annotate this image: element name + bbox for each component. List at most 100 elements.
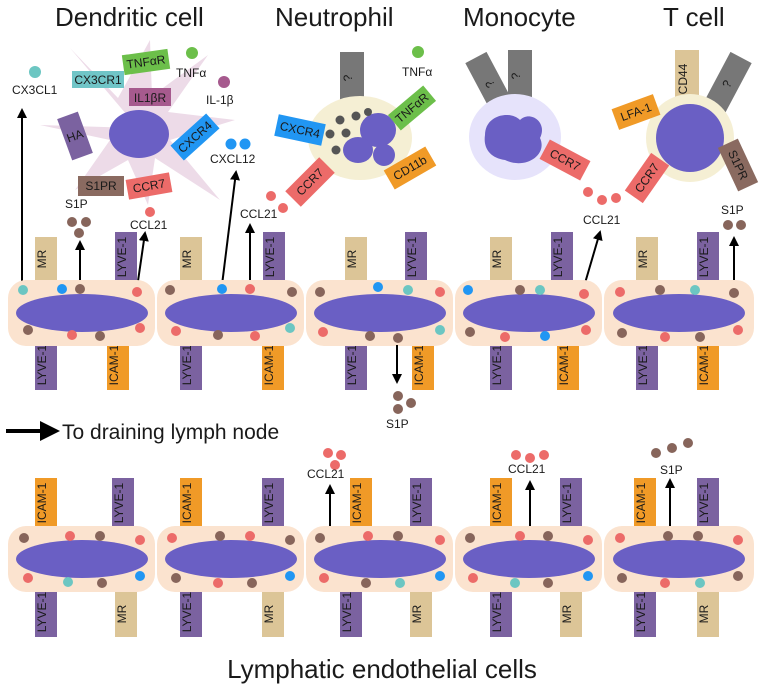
- lec-cell: [604, 526, 754, 592]
- tnfa-label-neutrophil: TNFα: [402, 65, 432, 79]
- svg-text:LYVE-1: LYVE-1: [490, 591, 504, 632]
- svg-text:LYVE-1: LYVE-1: [35, 591, 49, 632]
- granule: [335, 115, 345, 125]
- svg-text:LYVE-1: LYVE-1: [551, 236, 565, 277]
- lec-cell: [306, 526, 453, 592]
- ccl21-molecule: [583, 187, 593, 197]
- ccl21-molecule: [330, 460, 340, 470]
- icam1-receptor: ICAM-1: [107, 340, 129, 390]
- ccl21-label-lower-a: CCL21: [307, 467, 345, 481]
- ccl21-molecule: [525, 453, 535, 463]
- svg-text:LYVE-1: LYVE-1: [115, 236, 129, 277]
- lyve1-receptor: LYVE-1: [410, 478, 432, 528]
- lyve1-receptor: LYVE-1: [263, 232, 285, 282]
- svg-text:CCR7: CCR7: [132, 176, 167, 196]
- s1p-molecule: [81, 217, 91, 227]
- lyve1-receptor: LYVE-1: [115, 232, 137, 282]
- lec-row-bottom: [8, 526, 754, 592]
- ccl21-molecule: [611, 193, 621, 203]
- lec-cell: [157, 280, 304, 346]
- neutrophil-nucleus-lobe: [343, 137, 373, 163]
- ccl21-label-col2: CCL21: [240, 207, 278, 221]
- ccl21-label-lower-b: CCL21: [508, 462, 546, 476]
- icam1-receptor: ICAM-1: [35, 478, 57, 528]
- granule: [364, 108, 372, 116]
- svg-text:MR: MR: [35, 249, 49, 268]
- ccl21-molecule: [511, 450, 521, 460]
- svg-text:MR: MR: [410, 604, 424, 623]
- lec-cell: [8, 526, 155, 592]
- flow-label: To draining lymph node: [62, 421, 279, 444]
- lec-cell: [306, 280, 453, 346]
- cx3cr1-receptor: CX3CR1: [72, 71, 124, 88]
- cxcl12-molecule: [239, 138, 251, 150]
- svg-text:LYVE-1: LYVE-1: [636, 344, 650, 385]
- title-monocyte: Monocyte: [463, 2, 576, 32]
- svg-text:ICAM-1: ICAM-1: [107, 344, 121, 385]
- title-neutrophil: Neutrophil: [275, 2, 394, 32]
- tnfar-receptor: TNFαR: [121, 48, 171, 76]
- s1p-molecule: [67, 217, 77, 227]
- icam1-receptor: ICAM-1: [412, 340, 434, 390]
- svg-text:MR: MR: [262, 604, 276, 623]
- icam1-receptor: ICAM-1: [557, 340, 579, 390]
- neutrophil: ? CXCR4 TNFαR CCR7 CD11b TNFα: [274, 46, 437, 207]
- s1p-molecule: [723, 220, 733, 230]
- svg-text:LYVE-1: LYVE-1: [405, 236, 419, 277]
- s1p-molecule: [74, 228, 84, 238]
- s1pr-receptor: S1PR: [78, 176, 124, 196]
- lyve1-receptor: LYVE-1: [262, 478, 284, 528]
- lyve1-receptor: LYVE-1: [112, 478, 134, 528]
- tnfa-molecule: [412, 46, 424, 58]
- s1p-label-dc: S1P: [65, 197, 88, 211]
- mr-receptor: MR: [262, 592, 284, 637]
- cx3cl1-label: CX3CL1: [12, 83, 58, 97]
- il1b-molecule: [218, 76, 230, 88]
- monocyte: ? ? CCR7: [465, 50, 591, 181]
- svg-text:MR: MR: [345, 249, 359, 268]
- svg-text:LYVE-1: LYVE-1: [180, 344, 194, 385]
- svg-text:LYVE-1: LYVE-1: [112, 482, 126, 523]
- lower-lec-receptors-bottom: LYVE-1 MR LYVE-1 MR LYVE-1 MR LYVE-1 MR …: [35, 587, 719, 637]
- upper-lec-receptors-bottom: ICAM-1 LYVE-1 ICAM-1 LYVE-1 ICAM-1 LYVE-…: [35, 478, 719, 528]
- svg-text:MR: MR: [636, 249, 650, 268]
- svg-text:MR: MR: [115, 604, 129, 623]
- tnfa-molecule: [186, 47, 198, 59]
- lyve1-receptor: LYVE-1: [405, 232, 427, 282]
- cxcl12-label: CXCL12: [210, 152, 256, 166]
- svg-text:LYVE-1: LYVE-1: [634, 591, 648, 632]
- lyve1-receptor: LYVE-1: [560, 478, 582, 528]
- mr-receptor: MR: [115, 592, 137, 637]
- lec-cell: [455, 280, 602, 346]
- lec-cell: [455, 526, 602, 592]
- arrow-ccl21-dc: [136, 231, 149, 289]
- svg-text:LYVE-1: LYVE-1: [490, 344, 504, 385]
- svg-text:ICAM-1: ICAM-1: [35, 482, 49, 523]
- granule: [331, 145, 341, 155]
- lec-dots-bottom: [19, 531, 743, 588]
- svg-text:LYVE-1: LYVE-1: [262, 482, 276, 523]
- dendritic-cell: CX3CR1 TNFαR IL1βR HA CXCR4 S1PR CCR7 TN…: [40, 40, 235, 205]
- upper-lec-receptors-top: MR LYVE-1 MR LYVE-1 MR LYVE-1 MR LYVE-1 …: [35, 232, 719, 282]
- ccl21-molecule: [336, 450, 346, 460]
- mr-receptor: MR: [345, 237, 367, 282]
- lec-dots-top: [18, 282, 743, 343]
- s1p-molecule: [651, 448, 661, 458]
- icam1-receptor: ICAM-1: [180, 478, 202, 528]
- svg-text:ICAM-1: ICAM-1: [412, 344, 426, 385]
- svg-text:TNFαR: TNFαR: [126, 52, 167, 71]
- svg-text:LYVE-1: LYVE-1: [560, 482, 574, 523]
- mr-receptor: MR: [560, 592, 582, 637]
- s1p-label-tcell: S1P: [721, 203, 744, 217]
- unknown-receptor: ?: [702, 51, 752, 117]
- ccl21-molecule: [539, 450, 549, 460]
- svg-text:IL1βR: IL1βR: [134, 91, 167, 105]
- neutrophil-nucleus-lobe: [360, 113, 396, 147]
- svg-text:CD44: CD44: [676, 63, 690, 94]
- mr-receptor: MR: [35, 237, 57, 282]
- mr-receptor: MR: [410, 592, 432, 637]
- lyve1-receptor: LYVE-1: [697, 478, 719, 528]
- lyve1-receptor: LYVE-1: [490, 587, 512, 637]
- svg-text:LYVE-1: LYVE-1: [340, 591, 354, 632]
